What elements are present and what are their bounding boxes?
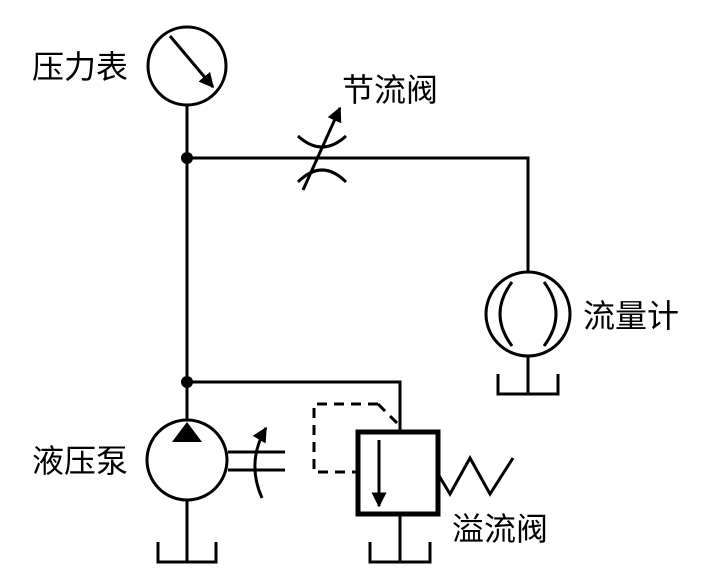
tank-symbol-flow-meter <box>496 374 560 396</box>
flow-meter-label: 流量计 <box>583 297 679 335</box>
relief-valve-label: 溢流阀 <box>452 510 548 548</box>
pressure-gauge-label: 压力表 <box>32 48 128 86</box>
tank-symbol-pump <box>156 542 218 564</box>
flow-meter-symbol <box>484 270 572 358</box>
throttle-valve-label: 节流阀 <box>342 71 438 109</box>
throttle-valve-symbol <box>296 106 348 191</box>
hydraulic-pump-label: 液压泵 <box>32 442 128 480</box>
tank-symbol-relief-valve <box>368 542 432 564</box>
pressure-gauge-symbol <box>146 25 228 107</box>
relief-valve-symbol <box>312 402 515 517</box>
throttle-branch-line <box>187 156 530 272</box>
relief-branch-line <box>187 380 402 432</box>
hydraulic-pump-symbol <box>145 418 285 502</box>
